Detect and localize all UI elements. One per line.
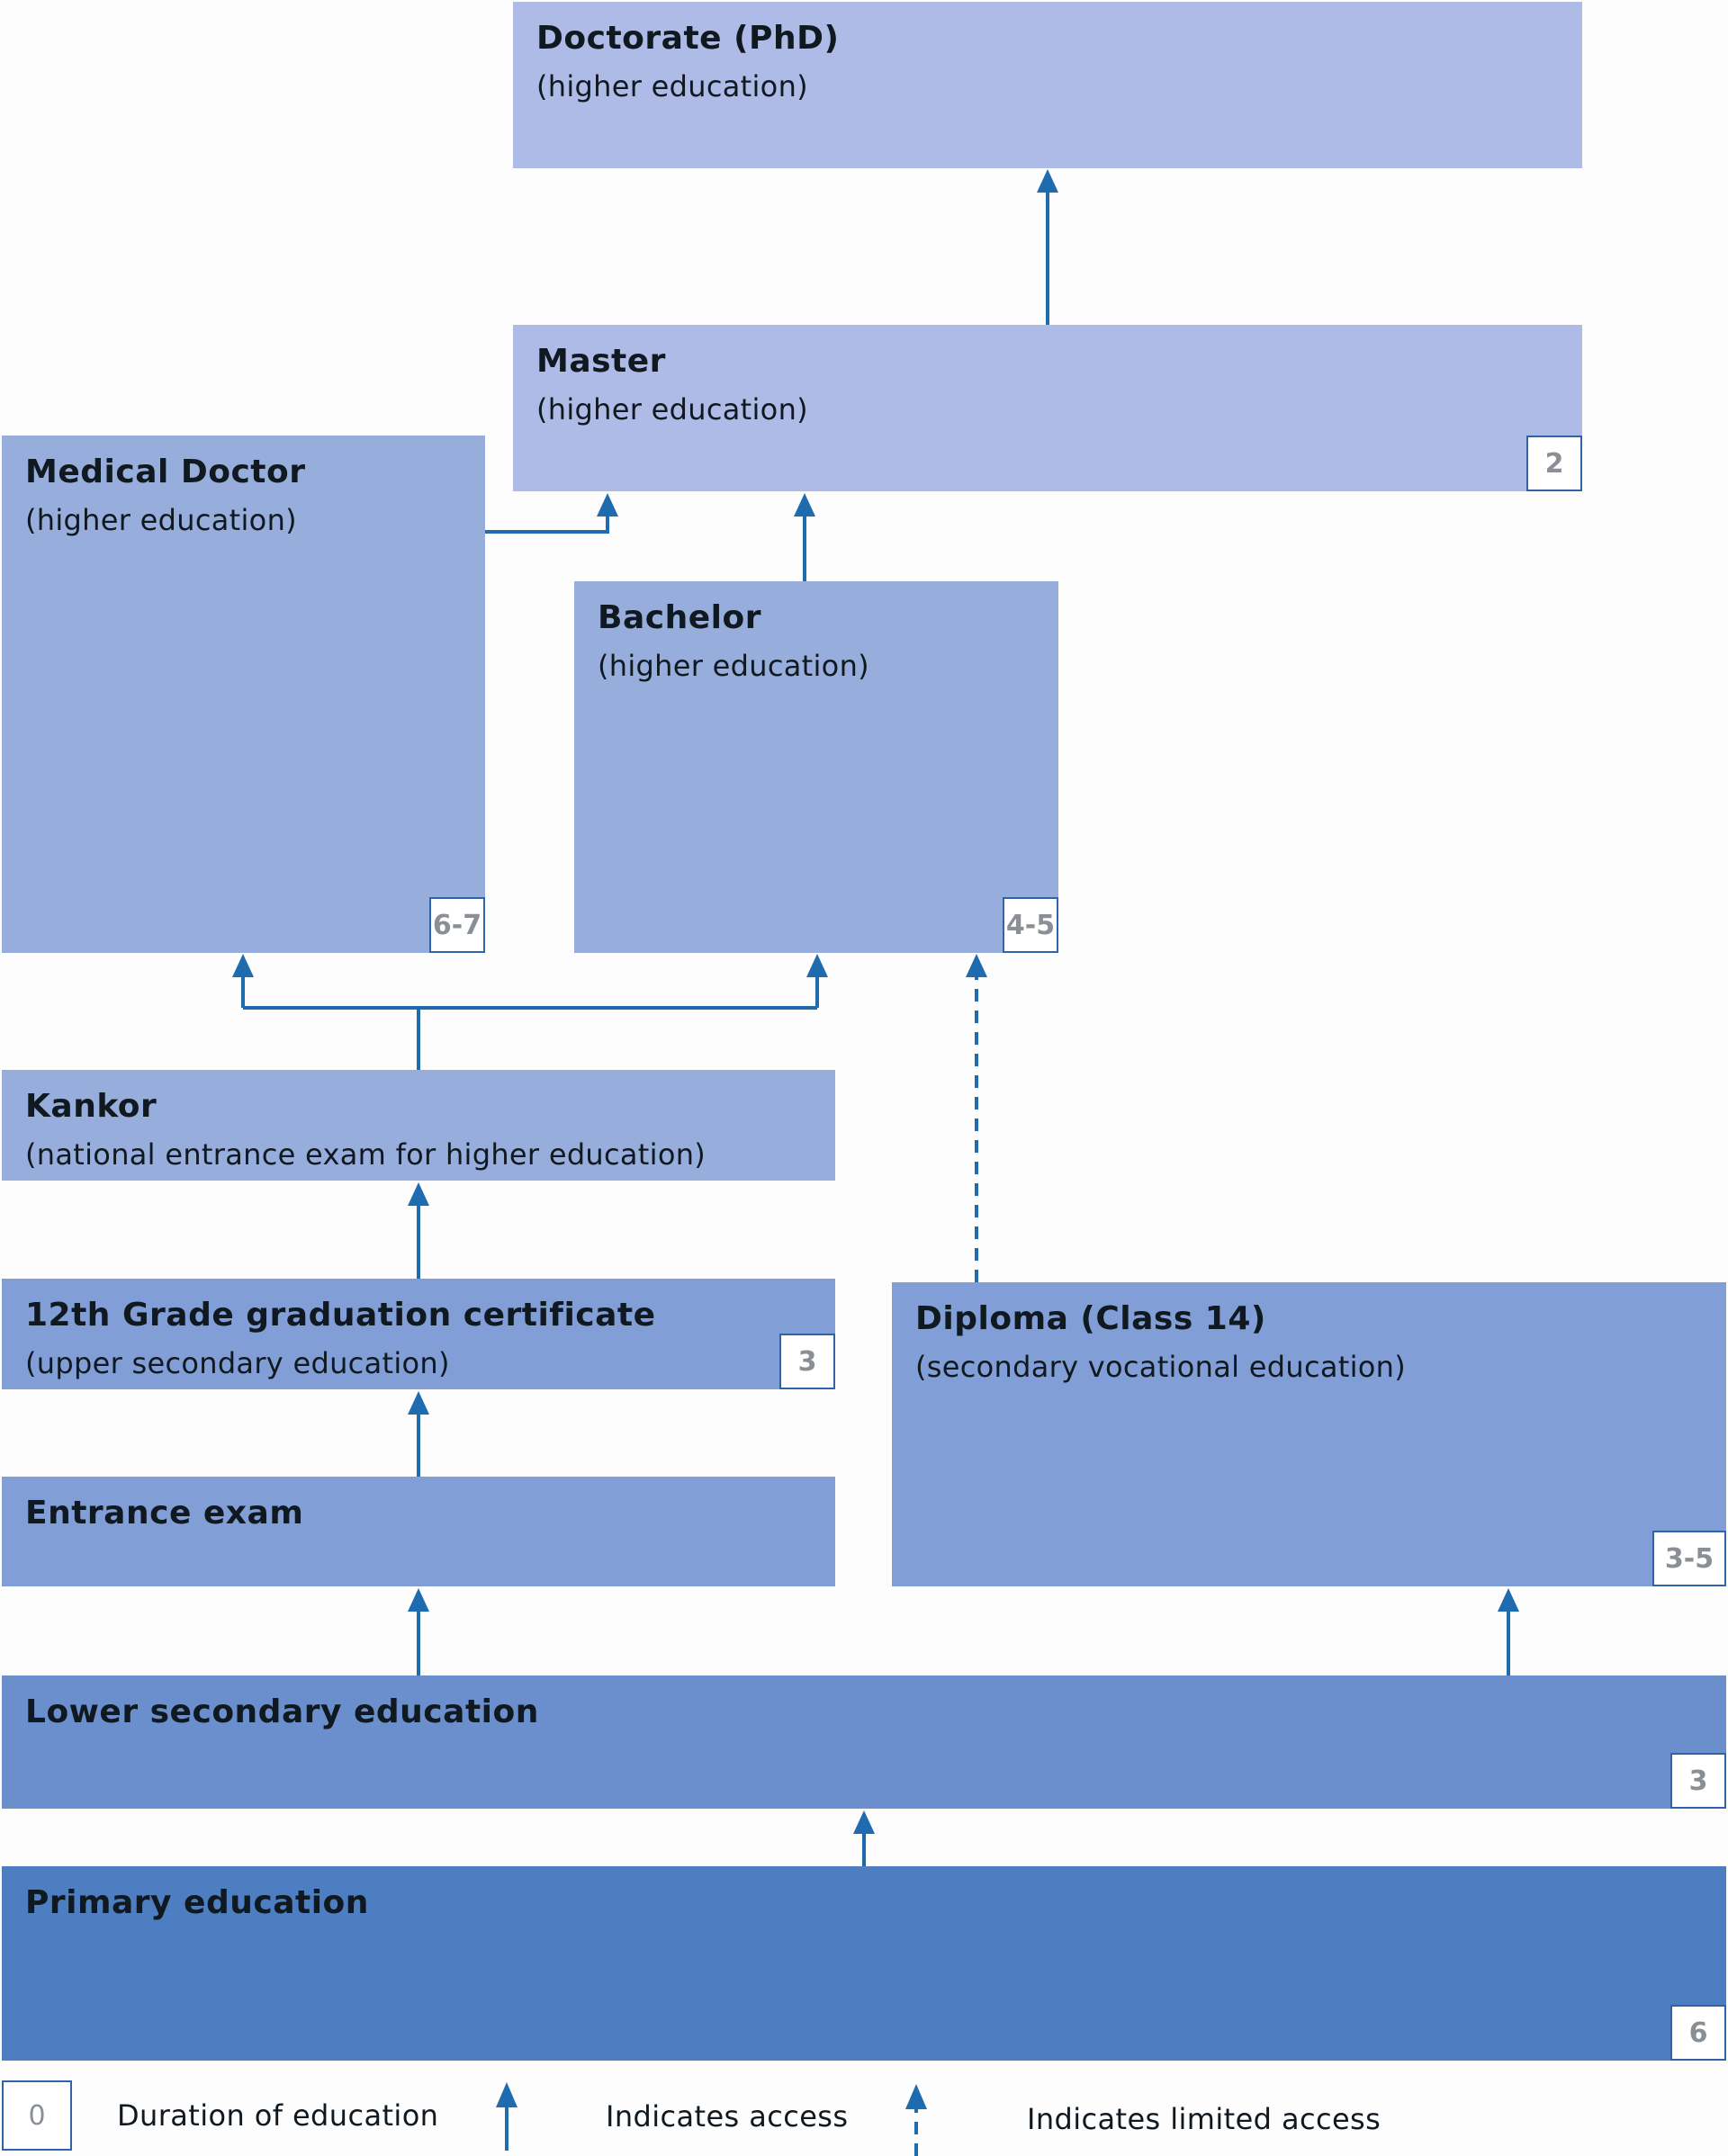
diploma-title: Diploma (Class 14) [915,1300,1266,1337]
master-box: Master (higher education) 2 [513,325,1582,491]
grade12-box: 12th Grade graduation certificate (upper… [2,1279,835,1389]
arrowhead [794,493,815,517]
legend-limited-arrowhead [905,2084,927,2109]
kankor-title: Kankor [25,1088,158,1125]
medical-doctor-title: Medical Doctor [25,454,306,490]
legend-duration-badge: 0 [2,2080,72,2151]
bachelor-box: Bachelor (higher education) 4-5 [574,581,1058,953]
doctorate-subtitle: (higher education) [536,69,808,103]
primary-box: Primary education 6 [2,1866,1726,2061]
legend-duration-label: Duration of education [117,2098,439,2133]
bachelor-subtitle: (higher education) [598,649,869,683]
grade12-subtitle: (upper secondary education) [25,1346,450,1380]
arrowhead [597,493,618,517]
arrowhead [966,954,987,977]
diploma-box: Diploma (Class 14) (secondary vocational… [892,1282,1726,1586]
lower-secondary-box: Lower secondary education 3 [2,1675,1726,1809]
arrowhead [408,1182,429,1206]
grade12-title: 12th Grade graduation certificate [25,1297,656,1334]
arrowhead [1037,169,1058,193]
medical-doctor-box: Medical Doctor (higher education) 6-7 [2,436,485,953]
kankor-subtitle: (national entrance exam for higher educa… [25,1137,706,1172]
arrowhead [232,954,254,977]
arrowhead [408,1588,429,1612]
arrow-kankor-branch [241,974,819,1070]
medical-doctor-subtitle: (higher education) [25,503,297,537]
doctorate-title: Doctorate (PhD) [536,20,840,57]
entrance-exam-title: Entrance exam [25,1495,304,1532]
master-title: Master [536,343,666,380]
diploma-subtitle: (secondary vocational education) [915,1350,1407,1384]
medical-doctor-duration-badge: 6-7 [429,897,485,953]
arrowhead [408,1391,429,1415]
kankor-box: Kankor (national entrance exam for highe… [2,1070,835,1181]
bachelor-title: Bachelor [598,599,761,636]
arrowhead [1498,1588,1519,1612]
legend-limited-access-label: Indicates limited access [1027,2102,1382,2136]
lower-secondary-title: Lower secondary education [25,1693,539,1730]
primary-duration-badge: 6 [1670,2005,1726,2061]
doctorate-box: Doctorate (PhD) (higher education) [513,2,1582,168]
master-duration-badge: 2 [1526,436,1582,491]
primary-title: Primary education [25,1884,369,1921]
arrowhead [853,1810,875,1834]
grade12-duration-badge: 3 [779,1334,835,1389]
legend-access-label: Indicates access [606,2099,849,2134]
arrow-medical-to-master [485,513,609,534]
lower-secondary-duration-badge: 3 [1670,1753,1726,1809]
master-subtitle: (higher education) [536,392,808,427]
entrance-exam-box: Entrance exam [2,1477,835,1586]
arrowhead [806,954,828,977]
diploma-duration-badge: 3-5 [1652,1531,1726,1586]
legend-access-arrowhead [496,2082,518,2107]
bachelor-duration-badge: 4-5 [1003,897,1058,953]
